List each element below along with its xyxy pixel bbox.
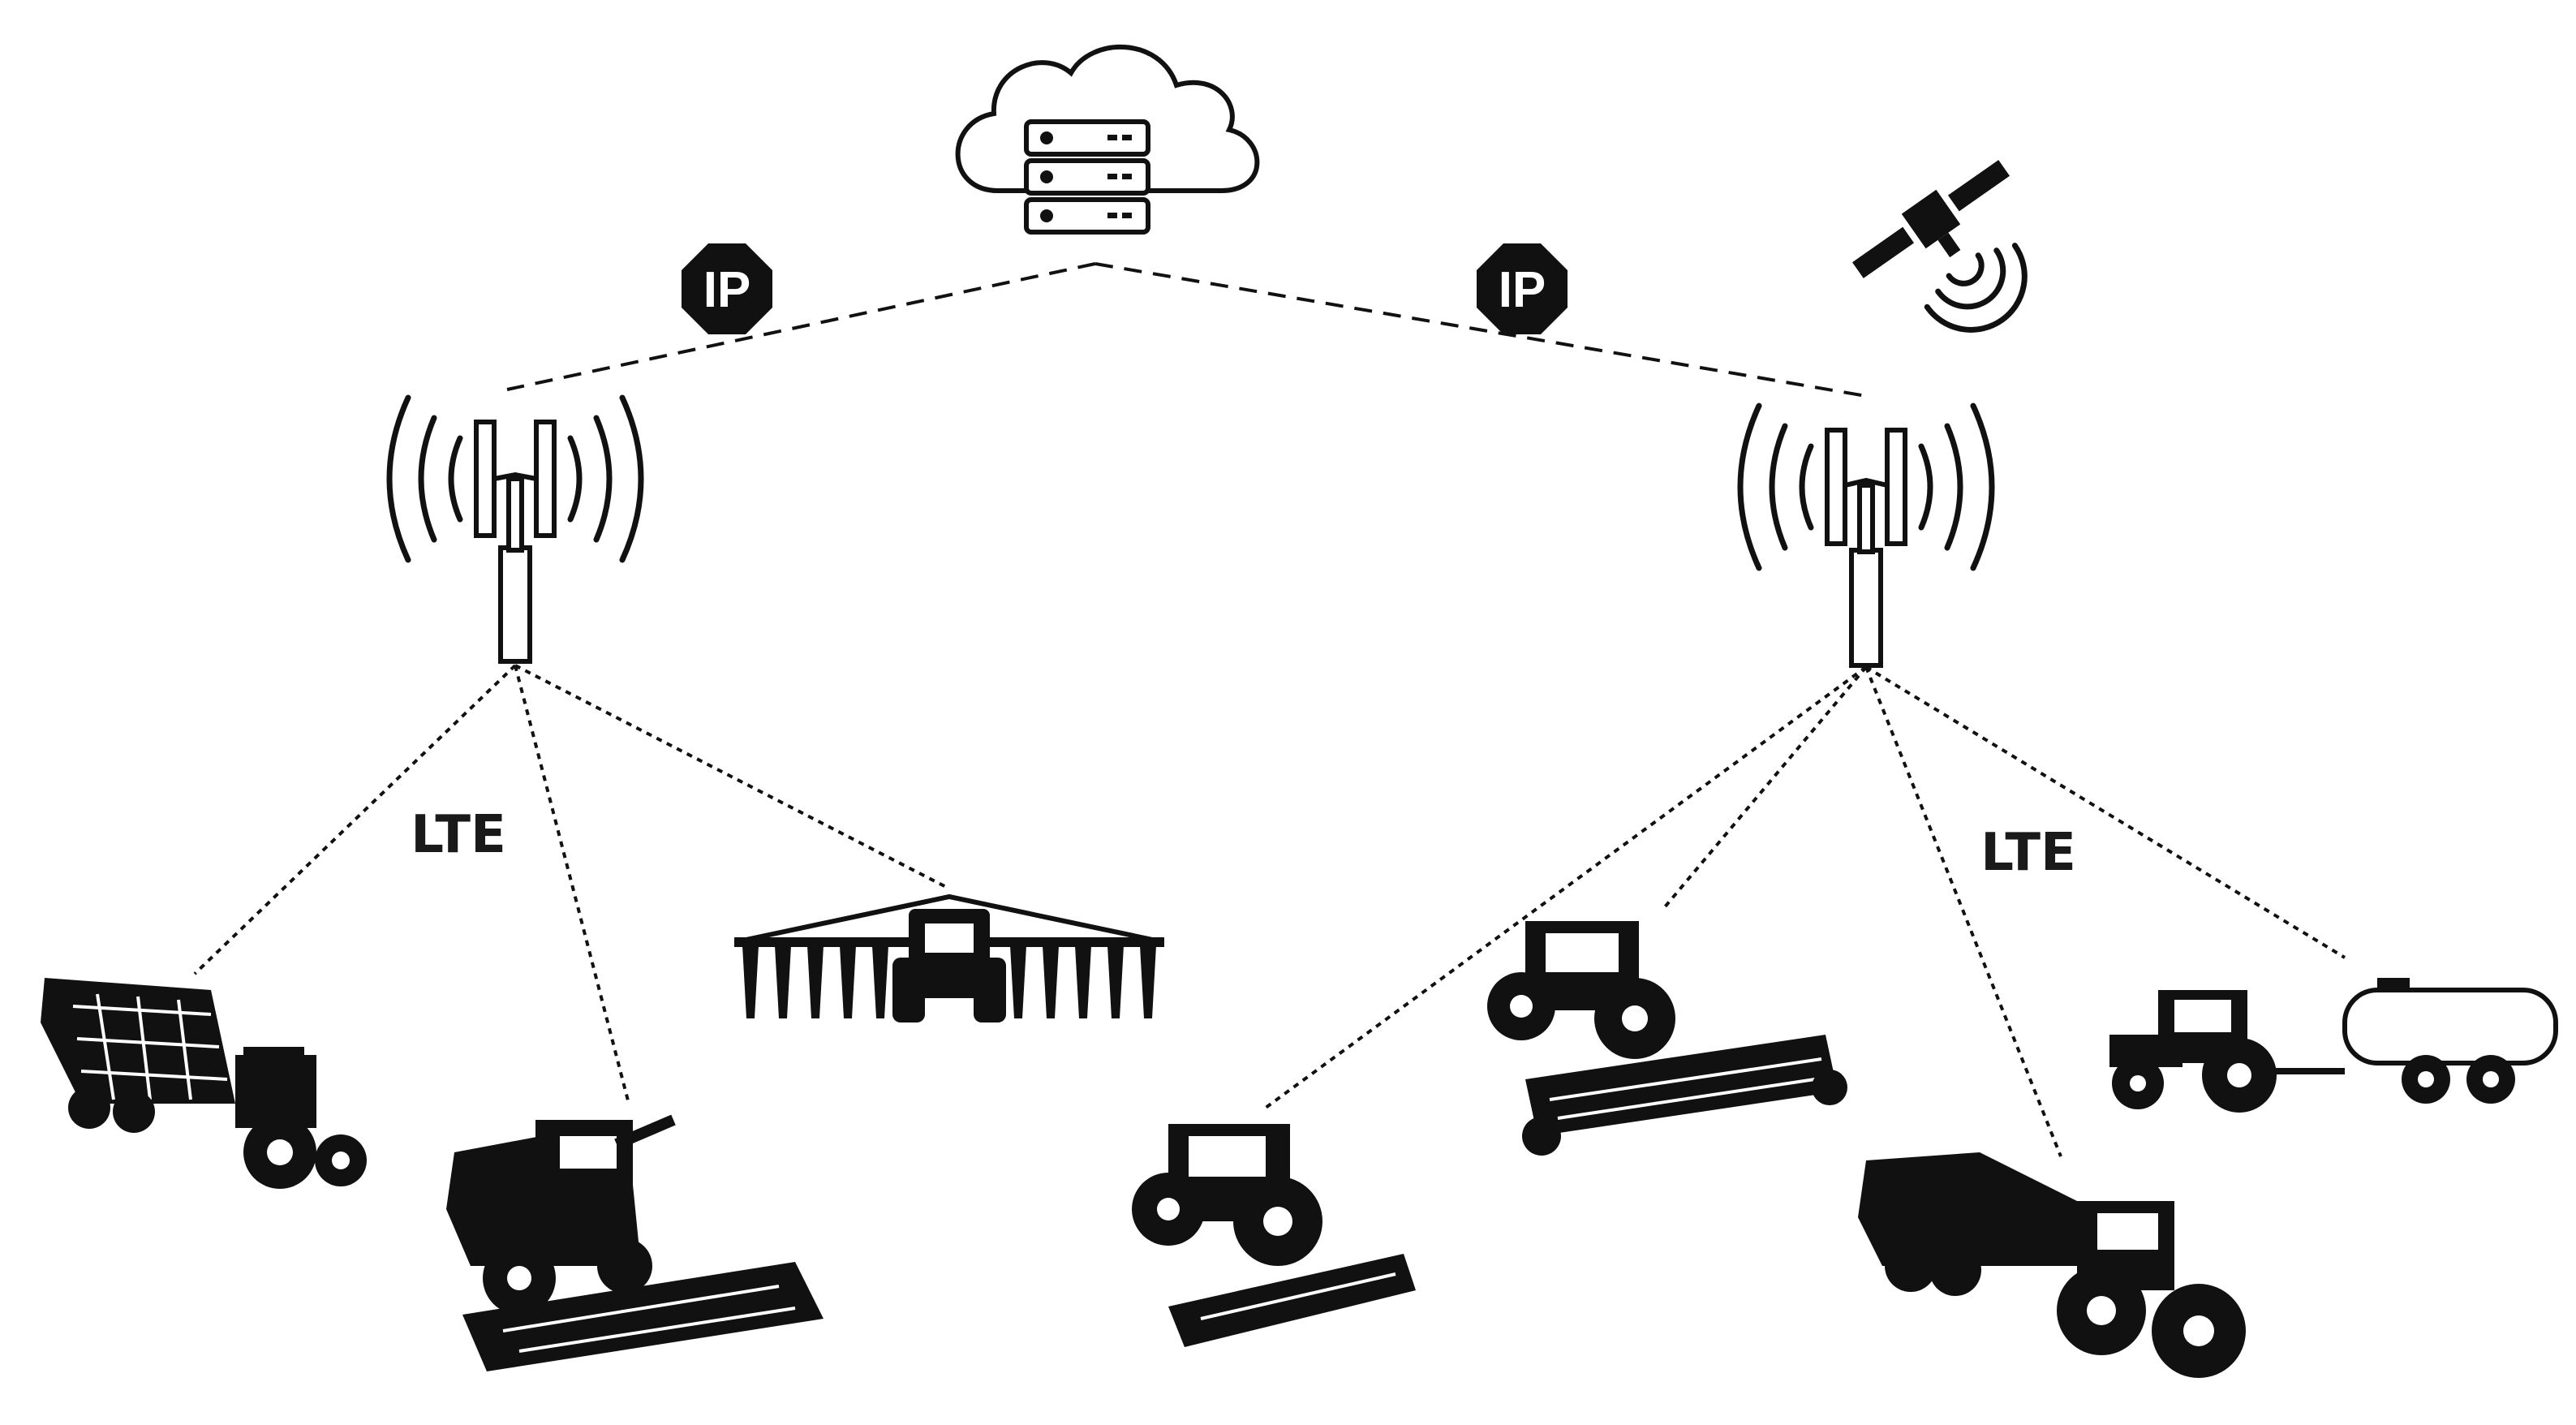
ip-badge-right: IP xyxy=(1477,243,1568,334)
lte-link xyxy=(1864,665,2346,959)
baler-tractor-icon xyxy=(1858,1152,2246,1378)
lte-link xyxy=(1264,665,1868,1109)
cell-tower-icon xyxy=(386,394,644,664)
combine-harvester-icon xyxy=(446,1114,824,1371)
cell-tower-icon xyxy=(1737,403,1995,668)
lte-label-left: LTE xyxy=(411,805,506,865)
cloud-server-icon xyxy=(955,44,1260,235)
lte-links xyxy=(193,664,2346,1157)
tractor-cultivator-icon xyxy=(1132,1124,1416,1347)
lte-link xyxy=(1864,666,2062,1157)
lte-label-right: LTE xyxy=(1980,823,2076,883)
ip-badge-left: IP xyxy=(682,243,772,334)
tractor-seeder-icon xyxy=(1487,921,1847,1156)
ip-link-left xyxy=(506,262,1096,391)
lte-link xyxy=(1662,665,1868,911)
sprayer-tractor-icon xyxy=(734,893,1164,1022)
cell-tower-left xyxy=(386,394,644,664)
cell-tower-right xyxy=(1737,403,1995,668)
ip-link-right xyxy=(1094,262,1867,398)
forage-wagon-tractor-icon xyxy=(41,978,367,1189)
satellite-icon xyxy=(1852,160,2028,333)
tanker-tractor-icon xyxy=(2109,978,2558,1113)
ip-label-right: IP xyxy=(1499,262,1546,318)
ip-links xyxy=(506,262,1867,398)
lte-link xyxy=(514,664,950,890)
ip-label-left: IP xyxy=(703,262,751,318)
lte-link xyxy=(514,665,630,1104)
